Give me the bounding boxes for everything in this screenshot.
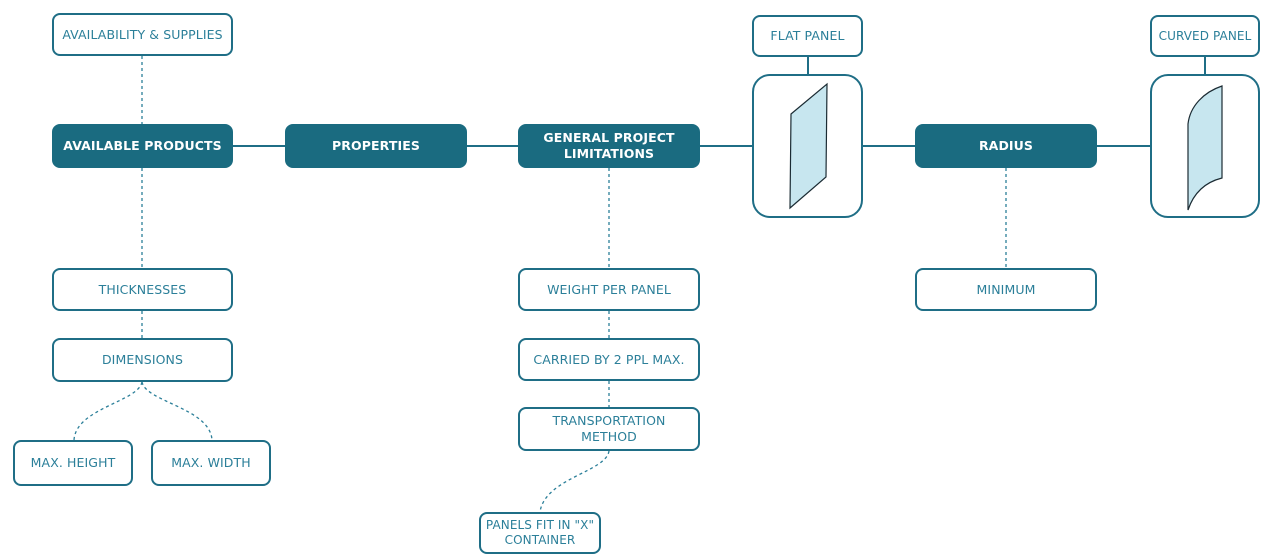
flat-panel-label: FLAT PANEL (752, 15, 863, 57)
available-products-box: AVAILABLE PRODUCTS (52, 124, 233, 168)
curved-panel-illustration-box (1150, 74, 1260, 218)
dashed-transport-panelsfit (539, 450, 610, 513)
dashed-dimensions-maxheight (73, 381, 143, 441)
radius-box: RADIUS (915, 124, 1097, 168)
dimensions-box: DIMENSIONS (52, 338, 233, 382)
max-width-box: MAX. WIDTH (151, 440, 271, 486)
minimum-box: MINIMUM (915, 268, 1097, 311)
availability-supplies-box: AVAILABILITY & SUPPLIES (52, 13, 233, 56)
dashed-dimensions-maxwidth (141, 381, 213, 441)
transportation-method-box: TRANSPORTATION METHOD (518, 407, 700, 451)
carried-by-box: CARRIED BY 2 PPL MAX. (518, 338, 700, 381)
flat-panel-illustration-box (752, 74, 863, 218)
curved-panel-label: CURVED PANEL (1150, 15, 1260, 57)
panels-fit-box: PANELS FIT IN "X" CONTAINER (479, 512, 601, 554)
properties-box: PROPERTIES (285, 124, 467, 168)
weight-per-panel-box: WEIGHT PER PANEL (518, 268, 700, 311)
curved-panel-icon (1187, 85, 1223, 211)
flat-panel-icon (789, 82, 828, 210)
thicknesses-box: THICKNESSES (52, 268, 233, 311)
max-height-box: MAX. HEIGHT (13, 440, 133, 486)
general-project-limitations-box: GENERAL PROJECT LIMITATIONS (518, 124, 700, 168)
